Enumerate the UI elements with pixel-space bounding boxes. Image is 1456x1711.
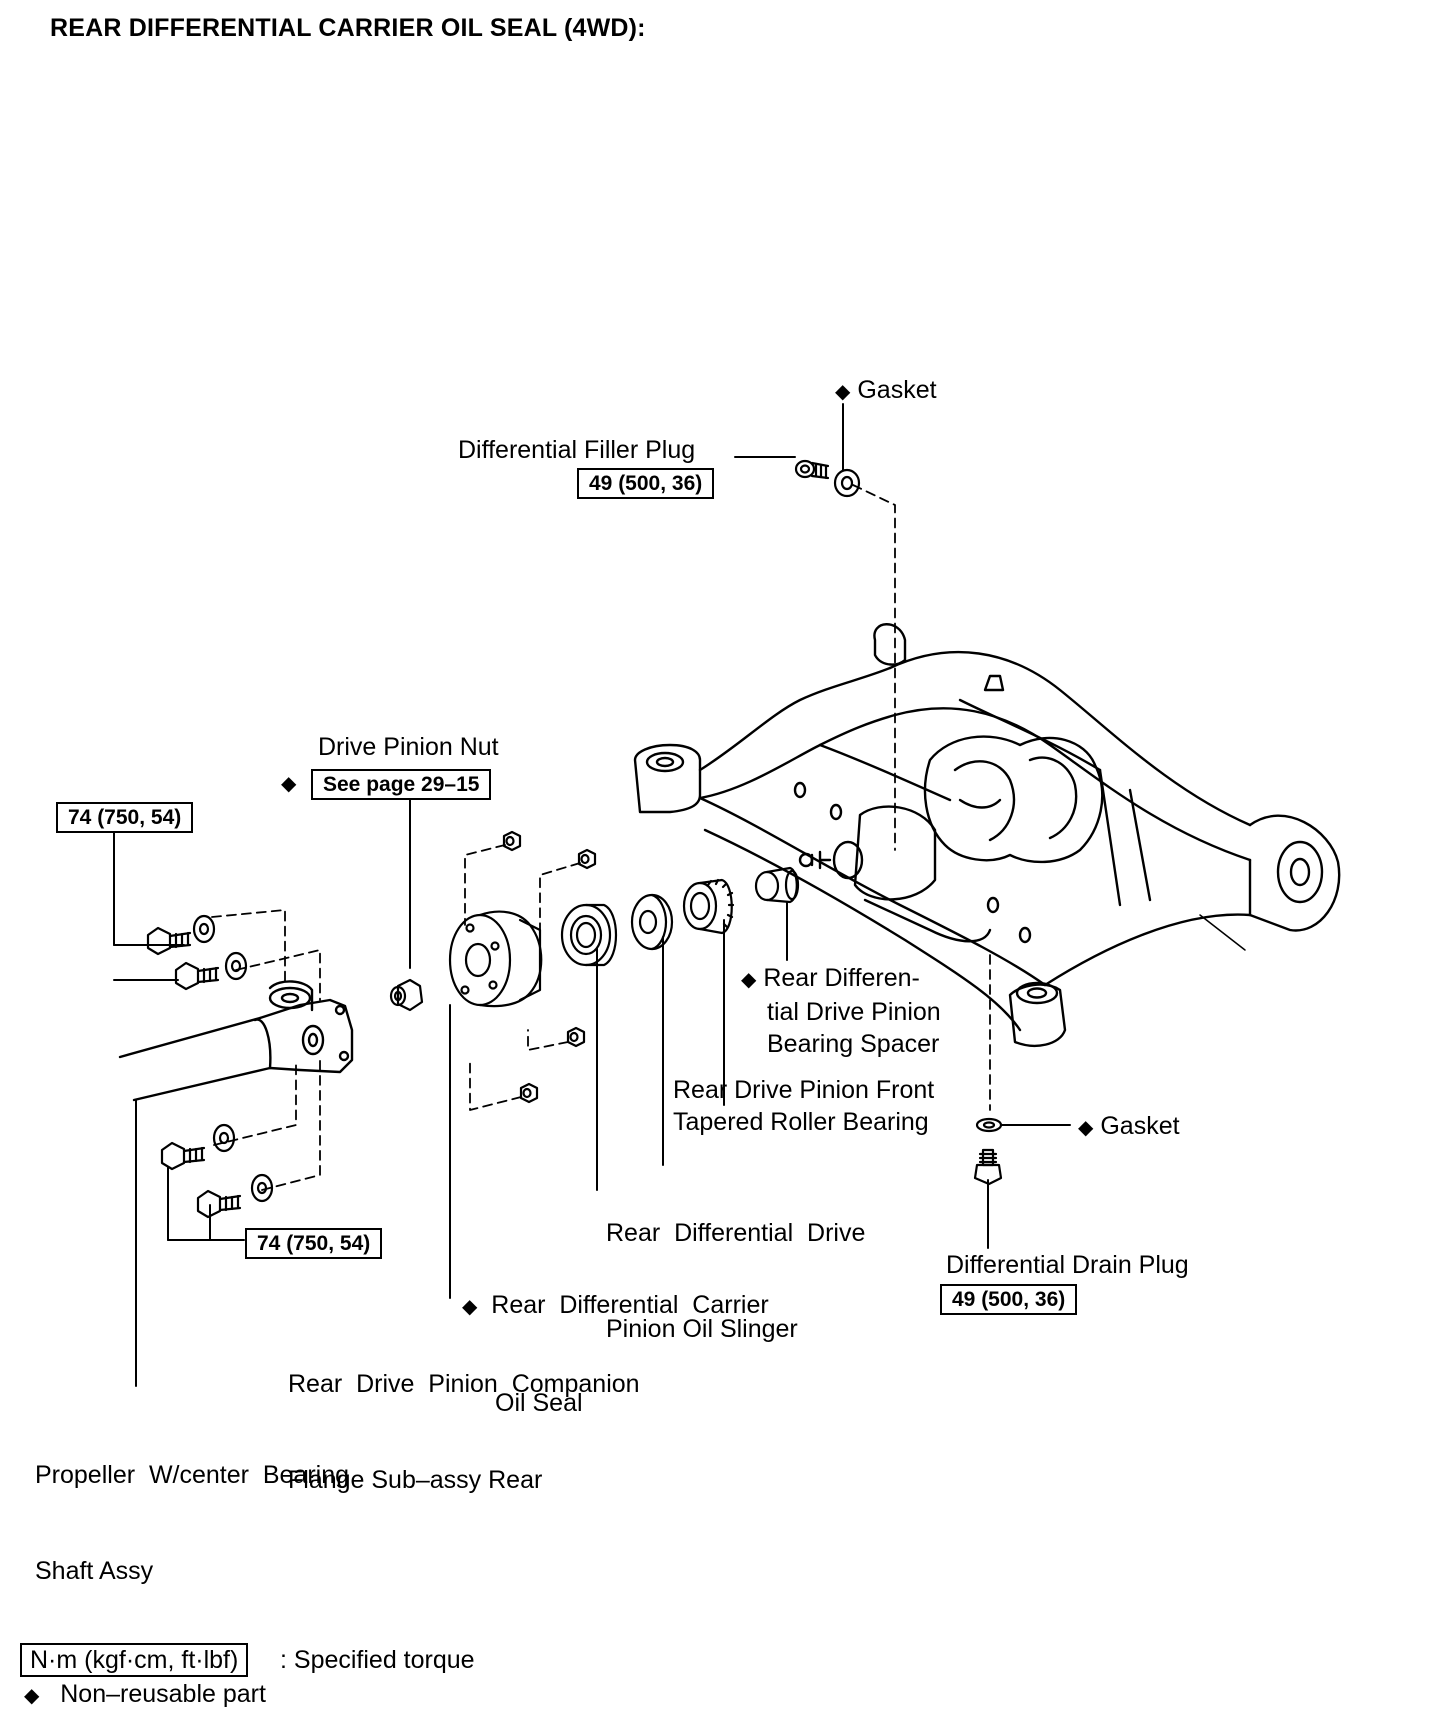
page-title: REAR DIFFERENTIAL CARRIER OIL SEAL (4WD)… (50, 14, 646, 42)
legend-torque-unit-box: N·m (kgf·cm, ft·lbf) (20, 1643, 249, 1677)
propeller-shaft-label: Propeller W/center Bearing Shaft Assy (35, 1461, 350, 1585)
filler-gasket-shape (833, 468, 861, 498)
drain-plug-shape (973, 1148, 1003, 1186)
companion-flange-label: Rear Drive Pinion Companion Flange Sub–a… (288, 1370, 640, 1494)
filler-plug-shape (794, 459, 830, 480)
torque-upper-box: 74 (750, 54) (56, 802, 194, 833)
drain-gasket-shape (975, 1117, 1003, 1133)
oil-slinger-shape (630, 893, 674, 951)
nonreusable-diamond-icon: ◆ (24, 1685, 40, 1707)
drive-pinion-nut-label: Drive Pinion Nut (318, 733, 499, 761)
legend-torque-text: : Specified torque (280, 1646, 475, 1674)
drain-plug-label: Differential Drain Plug (946, 1251, 1189, 1279)
gasket-top-label: ◆ Gasket (835, 376, 937, 404)
filler-plug-label: Differential Filler Plug (458, 436, 696, 464)
drain-torque-box: 49 (500, 36) (940, 1284, 1078, 1315)
differential-subframe (633, 623, 1341, 1047)
oil-slinger-label: Rear Differential Drive Pinion Oil Sling… (606, 1219, 866, 1343)
nonreusable-diamond-icon: ◆ (835, 381, 851, 403)
nonreusable-diamond-icon: ◆ (462, 1296, 478, 1318)
dashed-assembly-lines (211, 484, 991, 1191)
nonreusable-diamond-icon: ◆ (741, 969, 757, 991)
front-bearing-shape (682, 878, 735, 935)
gasket-bottom-label: ◆ Gasket (1078, 1112, 1180, 1140)
legend-nonreusable: ◆ Non–reusable part (24, 1680, 266, 1708)
bearing-spacer-shape (754, 866, 800, 904)
companion-flange-shape (448, 910, 543, 1008)
propeller-shaft-shape (118, 980, 354, 1102)
propeller-bolt-shapes (146, 914, 274, 1219)
front-bearing-label: Rear Drive Pinion Front Tapered Roller B… (673, 1076, 935, 1136)
oil-seal-label: ◆ Rear Differential Carrier Oil Seal (462, 1291, 769, 1417)
drive-pinion-nut-shape (389, 978, 424, 1012)
nonreusable-diamond-icon: ◆ (281, 773, 297, 795)
filler-torque-box: 49 (500, 36) (577, 468, 715, 499)
see-page-box: See page 29–15 (311, 769, 492, 800)
leader-lines (113, 403, 1071, 1387)
flange-nut-shapes (502, 830, 597, 1104)
torque-lower-box: 74 (750, 54) (245, 1228, 383, 1259)
bearing-spacer-label: ◆ Rear Differen- tial Drive Pinion Beari… (741, 964, 941, 1058)
nonreusable-diamond-icon: ◆ (1078, 1117, 1094, 1139)
oil-seal-shape (560, 903, 617, 967)
